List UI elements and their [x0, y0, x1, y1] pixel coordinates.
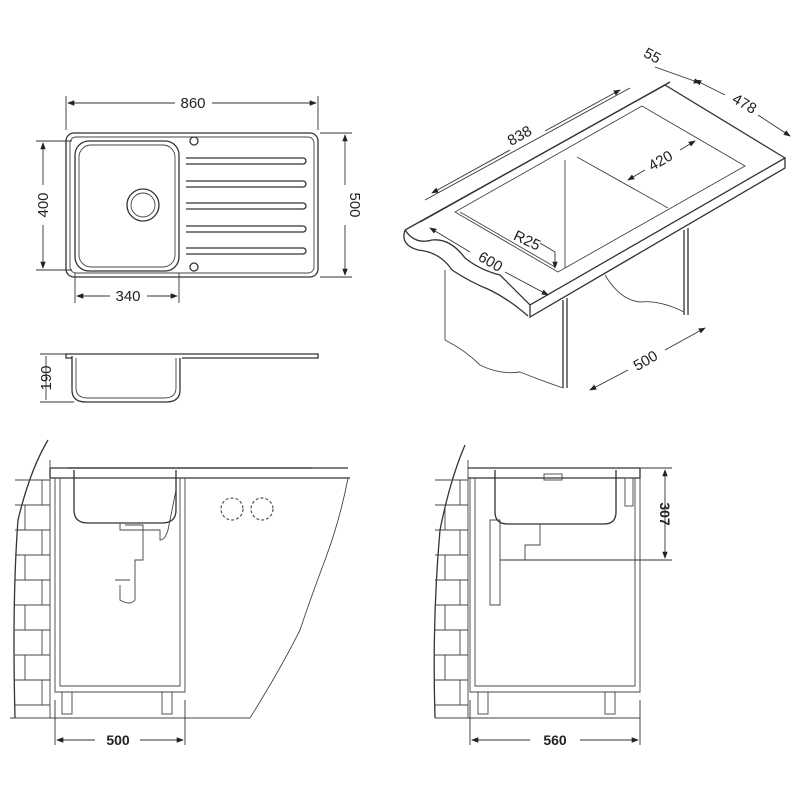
- side-cabinet-view: 307 560: [433, 444, 673, 748]
- dim-cabinet-depth-iso: 500: [631, 347, 661, 374]
- brick-wall: [15, 460, 51, 718]
- dim-bowl-height: 400: [35, 192, 52, 217]
- side-section-view: 190: [38, 353, 319, 403]
- drainer-grooves: [186, 157, 307, 255]
- dim-counter-depth: 600: [475, 248, 505, 275]
- sink-outline: [65, 132, 319, 278]
- dim-cabinet-width: 500: [106, 732, 130, 748]
- wall: [433, 444, 466, 719]
- brick-wall: [435, 460, 469, 718]
- dim-bowl-length: 420: [646, 147, 676, 174]
- dim-edge-offset: 55: [641, 45, 664, 68]
- drain-icon: [126, 188, 160, 222]
- dim-width: 860: [180, 95, 205, 112]
- dim-depth: 500: [346, 192, 363, 217]
- bracket: [624, 477, 634, 507]
- overflow-icon: [543, 473, 563, 481]
- cabinet-foot: [604, 691, 616, 715]
- dim-height: 307: [657, 502, 673, 526]
- cabinet-foot: [161, 691, 173, 715]
- dim-cabinet-depth: 560: [543, 732, 567, 748]
- overflow-icon: [189, 262, 199, 272]
- bowl: [74, 140, 180, 272]
- dashed-hole-icon: [250, 497, 274, 521]
- dim-bowl-depth: 190: [38, 365, 55, 390]
- isometric-view: 838 55 478 420 R25 600 500: [403, 45, 791, 391]
- cabinet-foot: [61, 691, 73, 715]
- front-cabinet-view: 500: [10, 439, 350, 748]
- top-view: 860 400 500 340: [35, 95, 363, 305]
- wall: [13, 439, 49, 719]
- cabinet-foot: [477, 691, 489, 715]
- dim-cutout-length: 838: [505, 123, 535, 150]
- dim-bowl-width: 340: [115, 288, 140, 305]
- dashed-hole-icon: [220, 497, 244, 521]
- tap-hole-icon: [189, 136, 199, 146]
- dim-cutout-depth: 478: [729, 90, 759, 117]
